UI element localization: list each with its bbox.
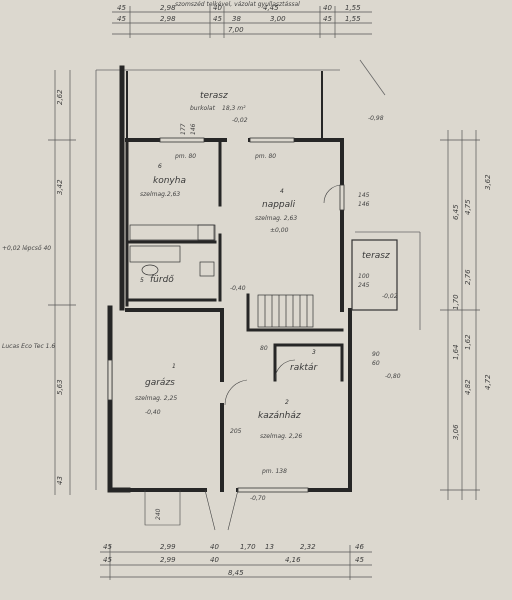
anno-pm80-b: pm. 80	[254, 153, 276, 160]
room-nappali-level: ±0,00	[270, 227, 289, 234]
right-dim-6: 1,62	[464, 334, 472, 350]
left-dim-1: 2,62	[56, 89, 64, 105]
left-dim-4: 43	[56, 476, 64, 485]
bottom-dimension-lines	[100, 545, 372, 580]
room-garazs-num: 1	[172, 363, 176, 370]
bottom-dim-r2-3: 40	[210, 556, 219, 564]
left-note-1: +0,02 lépcső 40	[2, 245, 51, 252]
anno-lvl-bottom: -0,70	[250, 495, 266, 502]
anno-60: 60	[372, 360, 380, 367]
room-kazanhaz-num: 2	[285, 399, 289, 406]
bottom-dim-total: 8,45	[228, 569, 244, 577]
top-dim-r2-1: 45	[117, 15, 126, 23]
site-lines	[95, 59, 421, 490]
top-dim-4: 4,45	[263, 4, 279, 12]
top-dim-r2-7: 1,55	[345, 15, 361, 23]
room-konyha-line1: szelmag.2,63	[140, 191, 180, 198]
bottom-dim-2: 2,99	[160, 543, 176, 551]
top-dim-r2-6: 45	[323, 15, 332, 23]
bottom-dim-6: 2,32	[300, 543, 316, 551]
room-nappali-name: nappali	[262, 200, 296, 210]
right-dim-7: 1,64	[452, 344, 460, 360]
anno-205: 205	[230, 428, 242, 435]
bottom-dim-3: 40	[210, 543, 219, 551]
room-garazs-line1: szelmag. 2,25	[135, 395, 177, 402]
right-dim-10: 4,72	[484, 374, 492, 390]
room-furdo-name: fürdő	[150, 275, 174, 285]
right-dim-9: 3,06	[452, 424, 460, 440]
right-dim-8: 4,82	[464, 379, 472, 395]
anno-pm138: pm. 138	[261, 468, 287, 475]
room-terasz-line2: 18,3 m²	[222, 105, 246, 112]
room-kazanhaz-line1: szelmag. 2,26	[260, 433, 302, 440]
top-dim-r2-3: 45	[213, 15, 222, 23]
bottom-dim-r2-4: 4,16	[285, 556, 301, 564]
top-dimension-lines	[112, 6, 372, 38]
top-dim-6: 1,55	[345, 4, 361, 12]
stairs	[257, 294, 314, 328]
top-dim-r2-2: 2,98	[160, 15, 176, 23]
right-dimension-lines	[440, 130, 480, 500]
room-konyha-name: konyha	[153, 176, 186, 186]
room-raktar-name: raktár	[290, 363, 318, 373]
anno-pm80-a: pm. 80	[174, 153, 196, 160]
room-garazs-name: garázs	[145, 378, 175, 388]
top-dim-r2-4: 38	[232, 15, 241, 23]
door-swings	[144, 184, 343, 531]
room-kazanhaz-name: kazánház	[258, 411, 301, 421]
bottom-dim-1: 45	[103, 543, 112, 551]
anno-177: 177	[180, 123, 187, 135]
room-terasz-line1: burkolat	[190, 105, 216, 112]
room-nappali-line1: szelmag. 2,63	[255, 215, 297, 222]
room-raktar-num: 3	[312, 349, 316, 356]
right-dim-1: 4,75	[464, 199, 472, 215]
room-nappali-num: 4	[280, 188, 284, 195]
anno-100: 100	[358, 273, 370, 280]
top-dim-1: 45	[117, 4, 126, 12]
top-dim-total: 7,00	[228, 26, 244, 34]
anno-245: 245	[358, 282, 370, 289]
anno-lvl-top-right: -0,98	[368, 115, 384, 122]
room-furdo-num: 5	[140, 277, 144, 284]
anno-lvl-side: -0,02	[382, 293, 398, 300]
fixtures	[129, 224, 216, 277]
top-dim-2: 2,98	[160, 4, 176, 12]
right-dim-2: 6,45	[452, 204, 460, 220]
room-terasz-level: -0,02	[232, 117, 248, 124]
right-dim-4: 2,76	[464, 269, 472, 285]
bottom-dim-r2-2: 2,99	[160, 556, 176, 564]
right-dim-5: 1,70	[452, 294, 460, 310]
top-dim-r2-5: 3,00	[270, 15, 286, 23]
side-terrace	[351, 239, 398, 311]
left-note-2: Lucas Eco Tec 1.6	[2, 343, 55, 350]
bottom-dim-7: 46	[355, 543, 364, 551]
walls	[107, 65, 352, 493]
anno-146: 146	[190, 123, 197, 135]
room-konyha-num: 6	[158, 163, 162, 170]
bottom-dim-r2-1: 45	[103, 556, 112, 564]
anno-lvl-raktar: -0,80	[385, 373, 401, 380]
anno-90: 90	[372, 351, 380, 358]
top-dim-3: 40	[213, 4, 222, 12]
anno-door240: 240	[155, 508, 162, 520]
anno-146b: 146	[358, 201, 370, 208]
room-terasz-name: terasz	[200, 91, 228, 101]
left-dim-2: 3,42	[56, 179, 64, 195]
room-garazs-level: -0,40	[145, 409, 161, 416]
top-note: szomszéd telkével, vázolat gyullasztássa…	[175, 1, 300, 8]
anno-80: 80	[260, 345, 268, 352]
right-dim-3: 3,62	[484, 174, 492, 190]
anno-145: 145	[358, 192, 370, 199]
anno-lvl-stair: -0,40	[230, 285, 246, 292]
top-dim-5: 40	[323, 4, 332, 12]
left-dim-3: 5,63	[56, 379, 64, 395]
left-dimension-lines	[48, 70, 76, 495]
bottom-dim-4: 1,70	[240, 543, 256, 551]
bottom-dim-r2-5: 45	[355, 556, 364, 564]
windows	[107, 137, 345, 493]
room-terasz-side-name: terasz	[362, 251, 390, 261]
bottom-dim-5: 13	[265, 543, 274, 551]
